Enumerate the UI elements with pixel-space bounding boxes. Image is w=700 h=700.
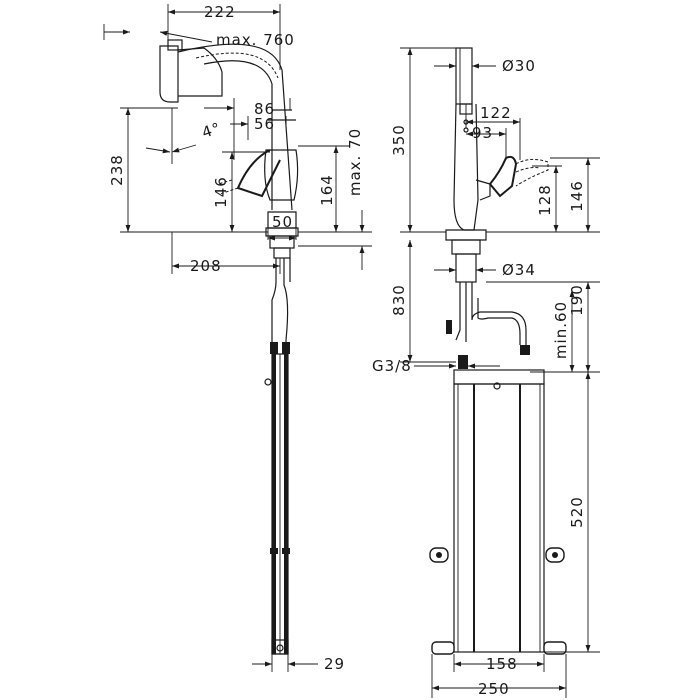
dim-label-350: 350 [390,124,408,156]
side-dimension-lines [103,4,372,672]
dim-label-158: 158 [486,655,518,673]
dim-label-190: 190 [568,284,586,316]
dim-label-122: 122 [480,104,512,122]
dim-label-min60: min.60 [552,301,570,359]
front-dimension-lines [400,47,600,698]
dim-label-146-side: 146 [212,176,230,208]
dim-label-max760: max. 760 [216,31,295,49]
dim-label-angle: 4° [200,119,224,142]
dim-label-250: 250 [478,680,510,698]
dim-label-222: 222 [204,3,236,21]
dim-label-93: 93 [472,124,493,142]
front-faucet-body [429,47,567,655]
dim-label-50: 50 [272,213,293,231]
side-faucet-body [159,39,299,655]
dim-label-520: 520 [568,496,586,528]
dim-label-146-front: 146 [568,180,586,212]
dim-label-max70: max. 70 [346,128,364,196]
dim-label-238: 238 [108,154,126,186]
dim-label-thread: G3/8 [372,357,412,375]
dim-label-diam34: Ø34 [502,261,536,279]
dim-label-86: 86 [254,100,275,118]
dim-label-diam30: Ø30 [502,57,536,75]
dim-label-128: 128 [536,184,554,216]
dim-label-830: 830 [390,284,408,316]
front-view: Ø30 122 93 350 128 146 Ø34 830 min.60 19… [372,47,600,698]
side-view: 222 max. 760 86 56 4° 238 146 164 max. 7… [103,3,372,673]
dim-label-29: 29 [324,655,345,673]
dim-label-56: 56 [254,115,275,133]
dim-label-208: 208 [190,257,222,275]
dim-label-164: 164 [318,174,336,206]
